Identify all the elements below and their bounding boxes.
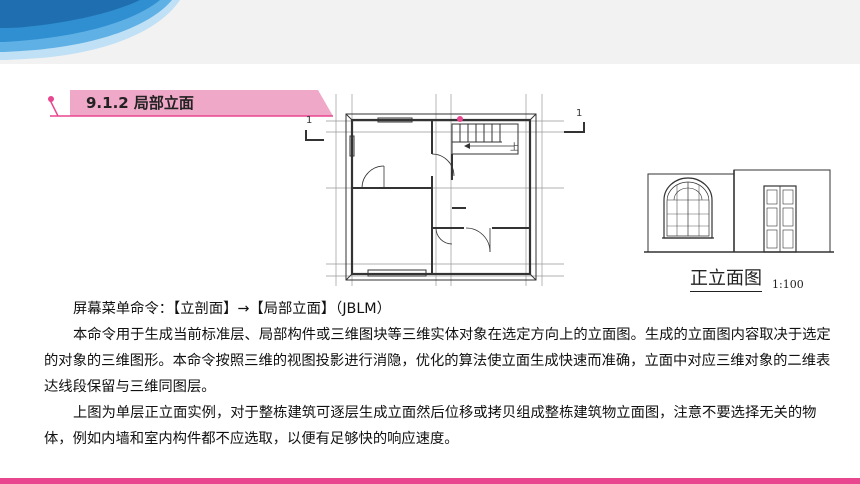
stair-label: 上 — [510, 142, 519, 153]
section-mark-right: 1 — [576, 108, 582, 119]
front-elevation-drawing — [644, 169, 834, 253]
section-title: 9.1.2 局部立面 — [86, 94, 194, 112]
elevation-scale: 1:100 — [772, 278, 804, 291]
section-title-banner — [48, 90, 333, 117]
paragraph-description: 本命令用于生成当前标准层、局部构件或三维图块等三维实体对象在选定方向上的立面图。… — [44, 327, 831, 395]
elevation-caption: 正立面图 — [690, 264, 762, 292]
paragraph-menu-command: 屏幕菜单命令：【立剖面】→【局部立面】（JBLM） — [73, 301, 391, 317]
floor-plan-drawing: 1 1 上 — [305, 94, 585, 286]
footer-bar — [0, 478, 860, 484]
wave-decoration — [0, 0, 180, 60]
paragraph-example: 上图为单层正立面实例，对于整栋建筑可逐层生成立面然后位移或拷贝组成整栋建筑物立面… — [44, 405, 817, 447]
body-text: 屏幕菜单命令：【立剖面】→【局部立面】（JBLM） 本命令用于生成当前标准层、局… — [44, 296, 834, 452]
section-mark-left: 1 — [306, 115, 312, 126]
